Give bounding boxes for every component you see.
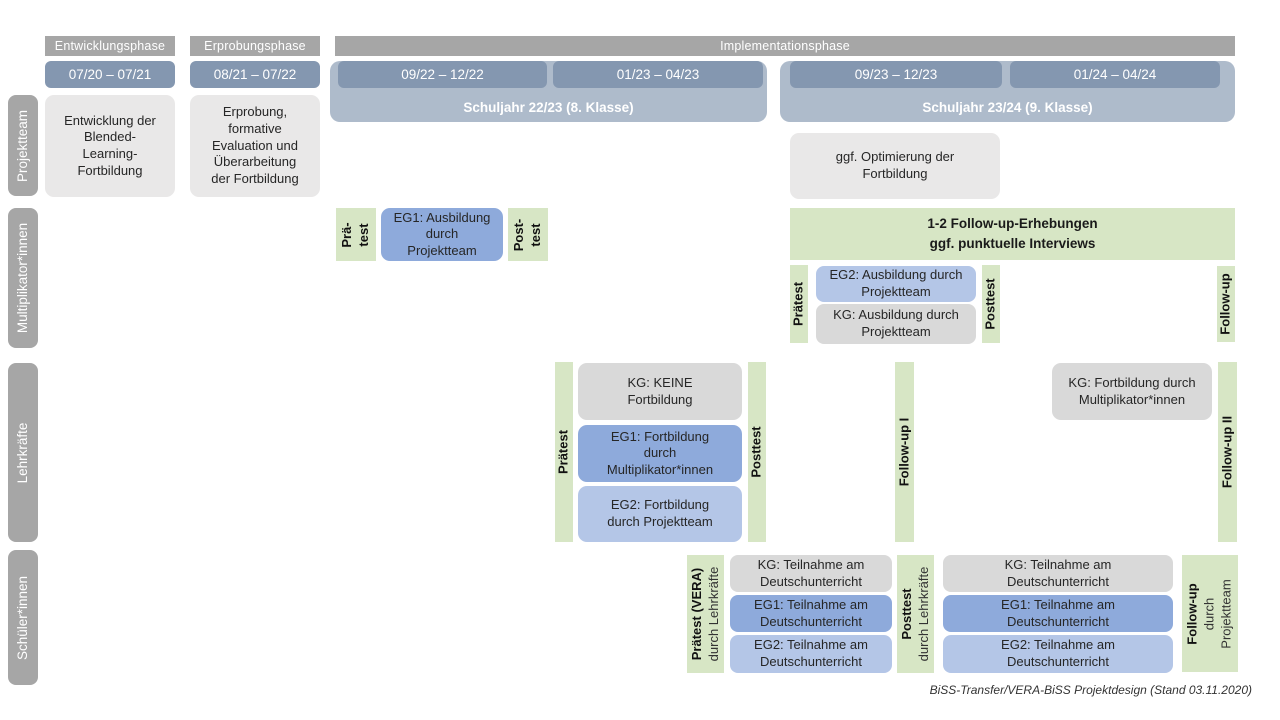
band-followup-erhebungen: 1-2 Follow-up-Erhebungen ggf. punktuelle… (790, 208, 1235, 260)
box-optimierung-fortbildung: ggf. Optimierung der Fortbildung (790, 133, 1000, 199)
box-eg2-ausbildung-projektteam: EG2: Ausbildung durch Projektteam (816, 266, 976, 302)
strip-posttest-line2: test (528, 222, 543, 247)
row-label-lehrkraefte: Lehrkräfte (8, 363, 38, 542)
row-label-projektteam-text: Projektteam (15, 109, 31, 182)
strip-praetest-vera-schueler: Prätest (VERA) durch Lehrkräfte (687, 555, 724, 673)
strip-followup-schueler-sub1: durch (1201, 597, 1217, 630)
strip-posttest-multiplikatoren-1: Post- test (508, 208, 548, 261)
row-label-multiplikatoren-text: Multiplikator*innen (15, 222, 31, 334)
schoolyear-label-2324: Schuljahr 23/24 (9. Klasse) (922, 100, 1093, 115)
strip-posttest-lehrkraefte: Posttest (748, 362, 766, 542)
row-label-schueler-text: Schüler*innen (15, 575, 31, 660)
strip-followup1-lehrkraefte: Follow-up I (895, 362, 914, 542)
strip-praetest-lehr-text: Prätest (555, 429, 571, 475)
date-range-0720-0721: 07/20 – 07/21 (45, 61, 175, 88)
strip-followup-schueler-main: Follow-up (1184, 582, 1200, 645)
box-kg-teilnahme-deutsch-2: KG: Teilnahme am Deutschunterricht (943, 555, 1173, 592)
diagram-caption: BiSS-Transfer/VERA-BiSS Projektdesign (S… (929, 683, 1252, 697)
strip-posttest-schueler: Posttest durch Lehrkräfte (897, 555, 934, 673)
phase-header-implementationsphase: Implementationsphase (335, 36, 1235, 56)
strip-posttest-lehr-text: Posttest (748, 426, 764, 478)
strip-praetest-line1: Prä- (339, 221, 355, 248)
date-range-0923-1223: 09/23 – 12/23 (790, 61, 1002, 88)
box-eg1-teilnahme-deutsch-1: EG1: Teilnahme am Deutschunterricht (730, 595, 892, 632)
box-kg-ausbildung-projektteam: KG: Ausbildung durch Projektteam (816, 304, 976, 344)
phase-header-erprobungsphase: Erprobungsphase (190, 36, 320, 56)
strip-followup2-text: Follow-up II (1219, 415, 1235, 489)
date-range-0123-0423: 01/23 – 04/23 (553, 61, 763, 88)
strip-followup-schueler-sub2: Projektteam (1218, 578, 1234, 649)
row-label-schueler: Schüler*innen (8, 550, 38, 685)
box-erprobung-evaluation: Erprobung, formative Evaluation und Über… (190, 95, 320, 197)
strip-followup1-text: Follow-up I (896, 417, 912, 487)
strip-posttest2-text: Posttest (982, 278, 998, 330)
box-entwicklung-fortbildung: Entwicklung der Blended- Learning- Fortb… (45, 95, 175, 197)
box-kg-fortbildung-multiplikatoren: KG: Fortbildung durch Multiplikator*inne… (1052, 363, 1212, 420)
strip-praetest-vera-main: Prätest (VERA) (688, 567, 704, 661)
row-label-projektteam: Projektteam (8, 95, 38, 196)
strip-followup2-lehrkraefte: Follow-up II (1218, 362, 1237, 542)
strip-posttest-multiplikatoren-2: Posttest (982, 265, 1000, 343)
strip-posttest-schueler-main: Posttest (898, 588, 914, 640)
schoolyear-label-2223: Schuljahr 22/23 (8. Klasse) (463, 100, 634, 115)
box-eg2-teilnahme-deutsch-1: EG2: Teilnahme am Deutschunterricht (730, 635, 892, 673)
row-label-multiplikatoren: Multiplikator*innen (8, 208, 38, 348)
row-label-lehrkraefte-text: Lehrkräfte (15, 422, 31, 483)
strip-praetest-vera-sub: durch Lehrkräfte (705, 566, 721, 662)
box-eg2-teilnahme-deutsch-2: EG2: Teilnahme am Deutschunterricht (943, 635, 1173, 673)
box-kg-teilnahme-deutsch-1: KG: Teilnahme am Deutschunterricht (730, 555, 892, 592)
strip-praetest-multiplikatoren-2: Prätest (790, 265, 808, 343)
strip-praetest2-text: Prätest (790, 281, 806, 327)
strip-praetest-lehrkraefte: Prätest (555, 362, 573, 542)
box-kg-keine-fortbildung: KG: KEINE Fortbildung (578, 363, 742, 420)
date-range-0922-1222: 09/22 – 12/22 (338, 61, 547, 88)
date-range-0821-0722: 08/21 – 07/22 (190, 61, 320, 88)
strip-followup-mult-text: Follow-up (1217, 273, 1233, 335)
box-eg2-fortbildung-projektteam: EG2: Fortbildung durch Projektteam (578, 486, 742, 542)
box-eg1-teilnahme-deutsch-2: EG1: Teilnahme am Deutschunterricht (943, 595, 1173, 632)
strip-praetest-multiplikatoren-1: Prä- test (336, 208, 376, 261)
strip-followup-projektteam-schueler: Follow-up durch Projektteam (1182, 555, 1238, 672)
date-range-0124-0424: 01/24 – 04/24 (1010, 61, 1220, 88)
phase-header-entwicklungsphase: Entwicklungsphase (45, 36, 175, 56)
strip-followup-multiplikatoren: Follow-up (1217, 266, 1235, 342)
strip-praetest-line2: test (356, 222, 371, 247)
box-eg1-ausbildung-projektteam: EG1: Ausbildung durch Projektteam (381, 208, 503, 261)
box-eg1-fortbildung-multiplikatoren: EG1: Fortbildung durch Multiplikator*inn… (578, 425, 742, 482)
strip-posttest-line1: Post- (511, 218, 527, 251)
strip-posttest-schueler-sub: durch Lehrkräfte (915, 566, 931, 662)
